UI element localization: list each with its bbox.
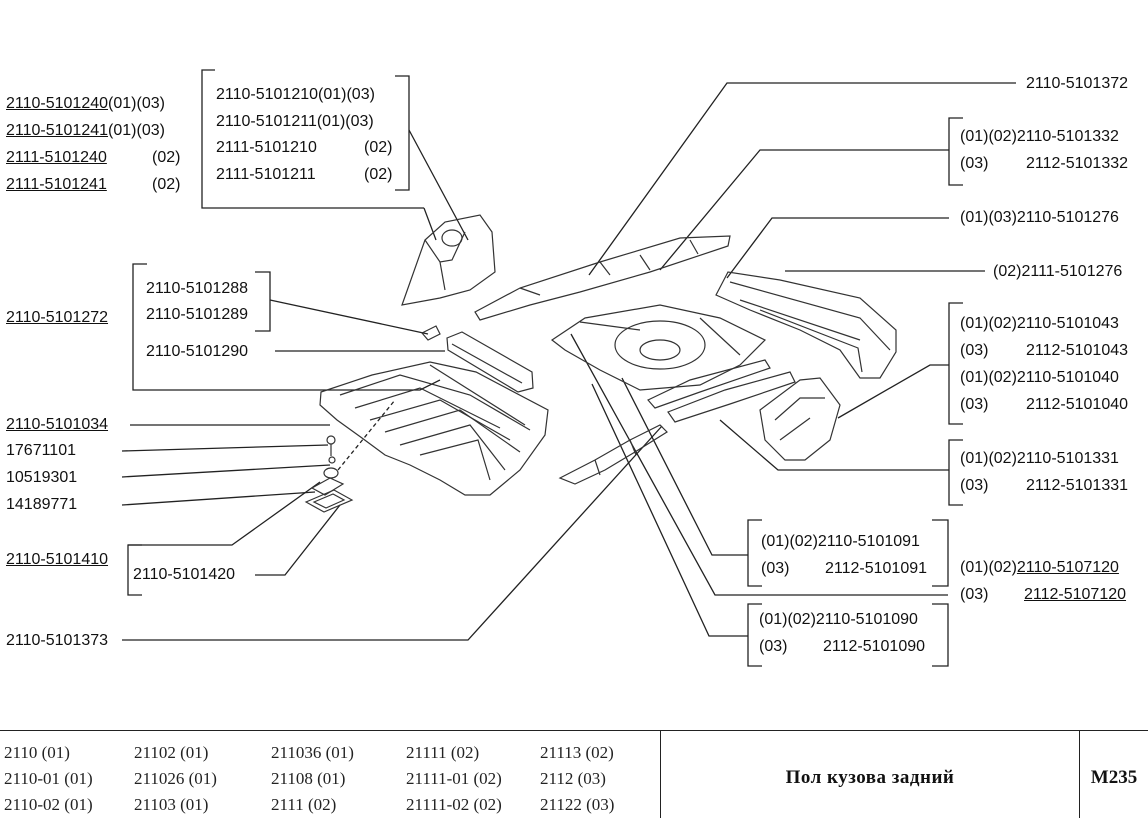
parts-diagram: 2110-5101240(01)(03) 2110-5101241(01)(03… bbox=[6, 69, 1129, 667]
part-label: (01)(02)2110-5101331 bbox=[960, 450, 1119, 467]
part-label: 2110-5101241(01)(03) bbox=[6, 122, 165, 139]
modification-label: (03) bbox=[960, 396, 989, 413]
part-label: 2110-5101373 bbox=[6, 632, 109, 649]
part-label: 14189771 bbox=[6, 496, 78, 513]
modification-label: (02) bbox=[152, 176, 181, 193]
model-code: 2110 (01) bbox=[4, 743, 70, 762]
part-label: 2110-5101420 bbox=[133, 566, 236, 583]
model-code: 21111-02 (02) bbox=[406, 795, 502, 814]
part-label: 2112-5101040 bbox=[1026, 396, 1129, 413]
title-cell: Пол кузова задний bbox=[660, 731, 1080, 818]
model-code: 211036 (01) bbox=[271, 743, 354, 762]
part-label: 2110-5101289 bbox=[146, 306, 249, 323]
part-label: 10519301 bbox=[6, 469, 78, 486]
modification-label: (02) bbox=[364, 166, 393, 183]
part-label: 2110-5101372 bbox=[1026, 75, 1129, 92]
part-label: 2112-5107120 bbox=[1024, 586, 1127, 603]
part-label: 2112-5101043 bbox=[1026, 342, 1129, 359]
part-label: (01)(02)2110-5101091 bbox=[761, 533, 920, 550]
part-label: 2110-5101288 bbox=[146, 280, 249, 297]
part-label: 2112-5101332 bbox=[1026, 155, 1129, 172]
model-code: 21111-01 (02) bbox=[406, 769, 502, 788]
part-label: 2110-5101410 bbox=[6, 551, 109, 568]
modification-label: (02) bbox=[364, 139, 393, 156]
part-label: (01)(02)2110-5101040 bbox=[960, 369, 1119, 386]
model-code: 2110-02 (01) bbox=[4, 795, 93, 814]
model-code: 2110-01 (01) bbox=[4, 769, 93, 788]
part-label: 2110-5101290 bbox=[146, 343, 249, 360]
model-code: 211026 (01) bbox=[134, 769, 217, 788]
page-title: Пол кузова задний bbox=[785, 767, 955, 788]
part-label: 17671101 bbox=[6, 442, 76, 459]
part-label: 2112-5101331 bbox=[1026, 477, 1129, 494]
part-label: (01)(02)2110-5101090 bbox=[759, 611, 918, 628]
page-code: M235 bbox=[1090, 767, 1138, 788]
part-label: (02)2111-5101276 bbox=[993, 263, 1123, 280]
part-label: (01)(02)2110-5101332 bbox=[960, 128, 1119, 145]
model-code: 21111 (02) bbox=[406, 743, 480, 762]
modification-label: (03) bbox=[960, 342, 989, 359]
part-label: 2110-5101240(01)(03) bbox=[6, 95, 165, 112]
part-label: 2111-5101211 bbox=[216, 166, 316, 183]
modification-label: (03) bbox=[761, 560, 790, 577]
modification-label: (02) bbox=[152, 149, 181, 166]
part-label: 2112-5101091 bbox=[825, 560, 928, 577]
part-label: 2111-5101210 bbox=[216, 139, 317, 156]
modification-label: (03) bbox=[759, 638, 788, 655]
model-code: 21122 (03) bbox=[540, 795, 615, 814]
model-code: 21108 (01) bbox=[271, 769, 346, 788]
part-label: 2110-5101210(01)(03) bbox=[216, 86, 375, 103]
part-label: (01)(02)2110-5107120 bbox=[960, 559, 1119, 576]
part-label: 2110-5101034 bbox=[6, 416, 109, 433]
part-label: 2111-5101240 bbox=[6, 149, 107, 166]
part-label: (01)(03)2110-5101276 bbox=[960, 209, 1119, 226]
part-label: 2111-5101241 bbox=[6, 176, 107, 193]
part-label: (01)(02)2110-5101043 bbox=[960, 315, 1119, 332]
model-code: 21102 (01) bbox=[134, 743, 209, 762]
model-code: 2111 (02) bbox=[271, 795, 337, 814]
model-code: 2112 (03) bbox=[540, 769, 606, 788]
model-code: 21103 (01) bbox=[134, 795, 209, 814]
part-label: 2110-5101211(01)(03) bbox=[216, 113, 374, 130]
model-code: 21113 (02) bbox=[540, 743, 614, 762]
footer-table: 2110 (01) 21102 (01) 211036 (01) 21111 (… bbox=[0, 730, 1148, 818]
modification-label: (03) bbox=[960, 155, 989, 172]
modification-label: (03) bbox=[960, 586, 989, 603]
exploded-view-drawing bbox=[121, 69, 1016, 667]
part-label: 2110-5101272 bbox=[6, 309, 109, 326]
part-label: 2112-5101090 bbox=[823, 638, 926, 655]
modification-label: (03) bbox=[960, 477, 989, 494]
